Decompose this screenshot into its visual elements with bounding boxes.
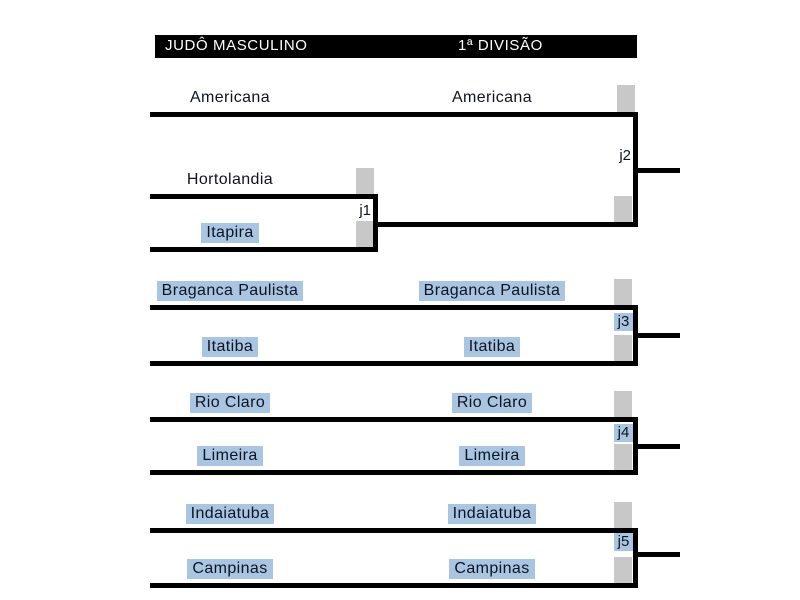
team-slot: Americana xyxy=(412,88,572,110)
winner-stub xyxy=(638,444,680,449)
competition-title: JUDÔ MASCULINO xyxy=(165,37,308,54)
score-cell xyxy=(614,502,632,528)
team-name: Rio Claro xyxy=(451,393,533,413)
team-slot: Rio Claro xyxy=(412,393,572,415)
match-label-j4: j4 xyxy=(614,424,633,442)
winner-stub xyxy=(638,552,680,557)
bracket-line xyxy=(150,305,638,310)
team-name: Itapira xyxy=(201,223,259,243)
match-label-j1: j1 xyxy=(359,202,371,219)
team-slot: Indaiatuba xyxy=(412,504,572,526)
bracket-line xyxy=(150,112,638,117)
team-slot: Campinas xyxy=(150,559,310,581)
team-slot: Indaiatuba xyxy=(150,504,310,526)
bracket-line xyxy=(373,222,638,227)
team-slot: Americana xyxy=(150,88,310,110)
team-slot: Limeira xyxy=(412,446,572,468)
team-slot: Limeira xyxy=(150,446,310,468)
bracket-line xyxy=(150,528,638,533)
winner-stub xyxy=(638,333,680,338)
team-slot: Rio Claro xyxy=(150,393,310,415)
team-name: Braganca Paulista xyxy=(418,281,566,301)
team-slot: Campinas xyxy=(412,559,572,581)
team-slot: Itatiba xyxy=(412,337,572,359)
team-name: Itatiba xyxy=(463,337,521,357)
bracket-connector xyxy=(633,305,638,366)
bracket-connector xyxy=(633,112,638,227)
score-cell xyxy=(356,221,374,247)
bracket-line xyxy=(150,583,638,588)
team-name: Limeira xyxy=(197,446,263,466)
team-name: Indaiatuba xyxy=(185,504,275,524)
team-name: Itatiba xyxy=(201,337,259,357)
team-slot: Itatiba xyxy=(150,337,310,359)
score-cell xyxy=(614,557,632,583)
bracket-line xyxy=(150,194,378,199)
team-name: Limeira xyxy=(459,446,525,466)
team-name: Campinas xyxy=(187,559,273,579)
team-slot: Hortolandia xyxy=(150,170,310,192)
team-name: Indaiatuba xyxy=(447,504,537,524)
bracket-line xyxy=(150,361,638,366)
bracket-connector xyxy=(633,417,638,475)
bracket-line xyxy=(150,470,638,475)
bracket-line xyxy=(150,417,638,422)
winner-stub xyxy=(638,168,680,173)
header-bar: JUDÔ MASCULINO 1ª DIVISÃO xyxy=(155,35,637,58)
score-cell xyxy=(614,279,632,305)
score-cell xyxy=(614,391,632,417)
match-label-j3: j3 xyxy=(614,313,633,331)
team-name: Rio Claro xyxy=(189,393,271,413)
division-title: 1ª DIVISÃO xyxy=(458,37,543,54)
match-label-j5: j5 xyxy=(614,533,633,551)
team-slot: Braganca Paulista xyxy=(150,281,310,303)
score-cell xyxy=(614,196,632,222)
team-name: Americana xyxy=(451,89,533,106)
match-label-j2: j2 xyxy=(619,147,631,164)
team-name: Campinas xyxy=(449,559,535,579)
bracket-connector xyxy=(373,194,378,252)
team-slot: Itapira xyxy=(150,223,310,245)
score-cell xyxy=(617,85,635,112)
bracket-line xyxy=(150,247,378,252)
team-name: Americana xyxy=(189,89,271,106)
score-cell xyxy=(614,335,632,361)
bracket-connector xyxy=(633,528,638,588)
team-name: Braganca Paulista xyxy=(156,281,304,301)
team-slot: Braganca Paulista xyxy=(412,281,572,303)
score-cell xyxy=(614,444,632,470)
team-name: Hortolandia xyxy=(186,171,274,188)
score-cell xyxy=(356,168,374,194)
